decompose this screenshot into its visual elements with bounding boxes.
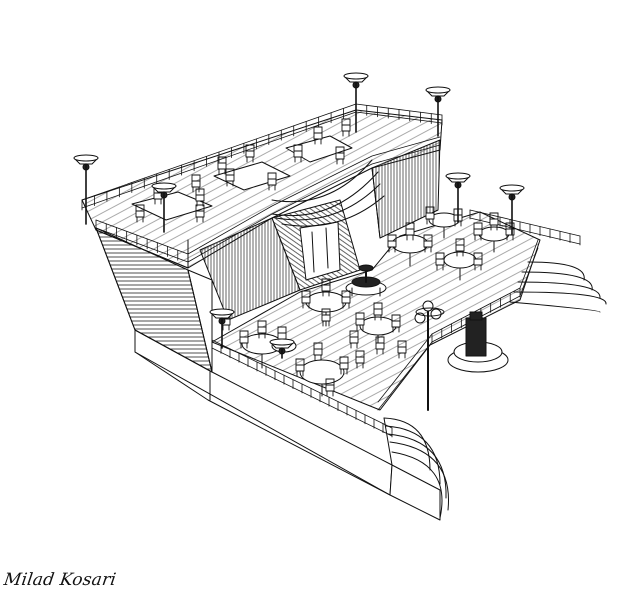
left-facade-wall xyxy=(96,228,212,372)
chair-icon xyxy=(322,309,330,326)
chair-icon xyxy=(294,145,302,162)
chair-icon xyxy=(218,157,226,174)
chair-icon xyxy=(436,253,444,270)
chair-icon xyxy=(342,119,350,136)
heater-lamp-icon xyxy=(344,73,368,132)
chair-icon xyxy=(196,189,204,206)
heater-lamp-icon xyxy=(500,185,524,234)
chair-icon xyxy=(340,357,348,374)
heater-lamp-icon xyxy=(270,339,294,358)
chair-icon xyxy=(268,173,276,190)
chair-icon xyxy=(426,207,434,224)
fountain xyxy=(346,265,386,296)
chair-icon xyxy=(314,127,322,144)
heater-lamp-icon xyxy=(210,309,234,348)
outdoor-stove xyxy=(448,312,508,372)
chair-icon xyxy=(326,379,334,396)
chair-icon xyxy=(356,351,364,368)
chair-icon xyxy=(388,235,396,252)
chair-icon xyxy=(314,343,322,360)
chair-icon xyxy=(424,235,432,252)
chair-icon xyxy=(392,315,400,332)
chair-icon xyxy=(226,169,234,186)
chair-icon xyxy=(474,253,482,270)
artist-signature: Milad Kosari xyxy=(2,570,118,590)
chair-icon xyxy=(336,147,344,164)
chair-icon xyxy=(296,359,304,376)
upper-terrace-deck xyxy=(82,110,442,268)
chair-icon xyxy=(240,331,248,348)
round-table xyxy=(444,252,476,280)
chair-icon xyxy=(490,213,498,230)
patio-heaters xyxy=(74,73,524,358)
chair-icon xyxy=(136,205,144,222)
chair-icon xyxy=(374,303,382,320)
front-steps xyxy=(384,418,449,518)
lower-tables xyxy=(242,213,509,396)
heater-lamp-icon xyxy=(446,173,470,222)
chair-icon xyxy=(350,331,358,348)
chairs xyxy=(136,119,514,396)
chair-icon xyxy=(342,291,350,308)
chair-icon xyxy=(322,279,330,296)
chair-icon xyxy=(474,223,482,240)
round-table xyxy=(300,360,344,396)
heater-lamp-icon xyxy=(152,183,176,232)
chair-icon xyxy=(406,223,414,240)
heater-lamp-icon xyxy=(74,155,98,224)
chair-icon xyxy=(376,337,384,354)
chair-icon xyxy=(302,291,310,308)
chair-icon xyxy=(506,223,514,240)
chair-icon xyxy=(398,341,406,358)
chair-icon xyxy=(258,321,266,338)
chair-icon xyxy=(456,239,464,256)
curved-bay-balcony xyxy=(272,160,384,226)
right-steps xyxy=(510,262,606,312)
chair-icon xyxy=(356,313,364,330)
heater-lamp-icon xyxy=(426,87,450,136)
chair-icon xyxy=(246,145,254,162)
chair-icon xyxy=(192,175,200,192)
lamp-post xyxy=(415,301,444,410)
